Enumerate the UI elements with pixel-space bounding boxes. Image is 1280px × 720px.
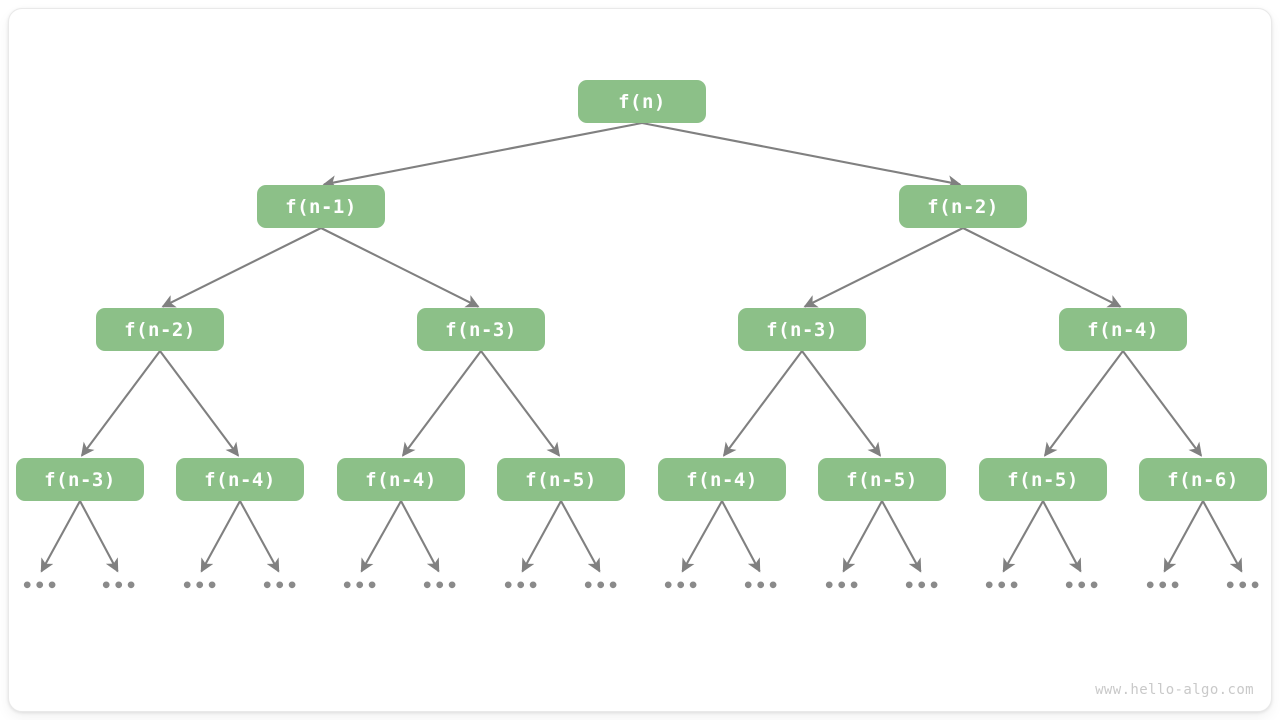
ellipsis-e13: ••• [1063,574,1101,597]
tree-node-n9: f(n-4) [337,458,465,501]
ellipsis-e5: ••• [421,574,459,597]
tree-node-n13: f(n-5) [979,458,1107,501]
ellipsis-e3: ••• [261,574,299,597]
ellipsis-e7: ••• [582,574,620,597]
ellipsis-e2: ••• [181,574,219,597]
ellipsis-e9: ••• [742,574,780,597]
tree-node-n2: f(n-2) [899,185,1027,228]
tree-node-n10: f(n-5) [497,458,625,501]
tree-node-n11: f(n-4) [658,458,786,501]
watermark: www.hello-algo.com [1095,682,1254,698]
ellipsis-e6: ••• [502,574,540,597]
tree-node-n1: f(n-1) [257,185,385,228]
ellipsis-e0: ••• [21,574,59,597]
tree-node-n14: f(n-6) [1139,458,1267,501]
tree-node-n7: f(n-3) [16,458,144,501]
tree-node-n6: f(n-4) [1059,308,1187,351]
ellipsis-e4: ••• [341,574,379,597]
tree-node-n4: f(n-3) [417,308,545,351]
tree-node-n12: f(n-5) [818,458,946,501]
tree-node-n3: f(n-2) [96,308,224,351]
ellipsis-e10: ••• [823,574,861,597]
ellipsis-e1: ••• [100,574,138,597]
tree-node-n8: f(n-4) [176,458,304,501]
ellipsis-e11: ••• [903,574,941,597]
tree-node-n5: f(n-3) [738,308,866,351]
ellipsis-e14: ••• [1144,574,1182,597]
tree-node-n0: f(n) [578,80,706,123]
ellipsis-e15: ••• [1224,574,1262,597]
ellipsis-e8: ••• [662,574,700,597]
ellipsis-e12: ••• [983,574,1021,597]
